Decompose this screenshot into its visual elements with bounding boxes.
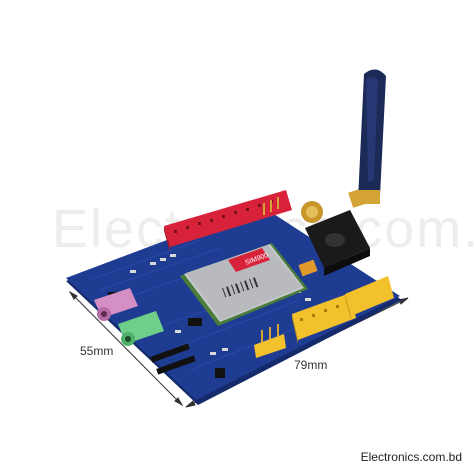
audio-jack-pink <box>94 288 138 321</box>
footer-credit: Electronics.com.bd <box>360 450 462 464</box>
left-pin-rows <box>150 343 196 375</box>
gold-pin-jumpers <box>261 197 279 344</box>
antenna <box>358 69 386 204</box>
jumper-block <box>254 334 286 358</box>
capacitor <box>298 259 318 277</box>
length-dimension-label: 79mm <box>294 358 328 372</box>
yellow-pin-header-front <box>292 293 356 344</box>
sim900-module: SIM900 <box>180 243 308 326</box>
yellow-pin-header-right <box>345 276 394 320</box>
power-jack <box>305 210 370 276</box>
width-dimension-label: 55mm <box>80 344 114 358</box>
audio-jack-green <box>118 311 164 346</box>
red-pin-header <box>164 190 292 252</box>
